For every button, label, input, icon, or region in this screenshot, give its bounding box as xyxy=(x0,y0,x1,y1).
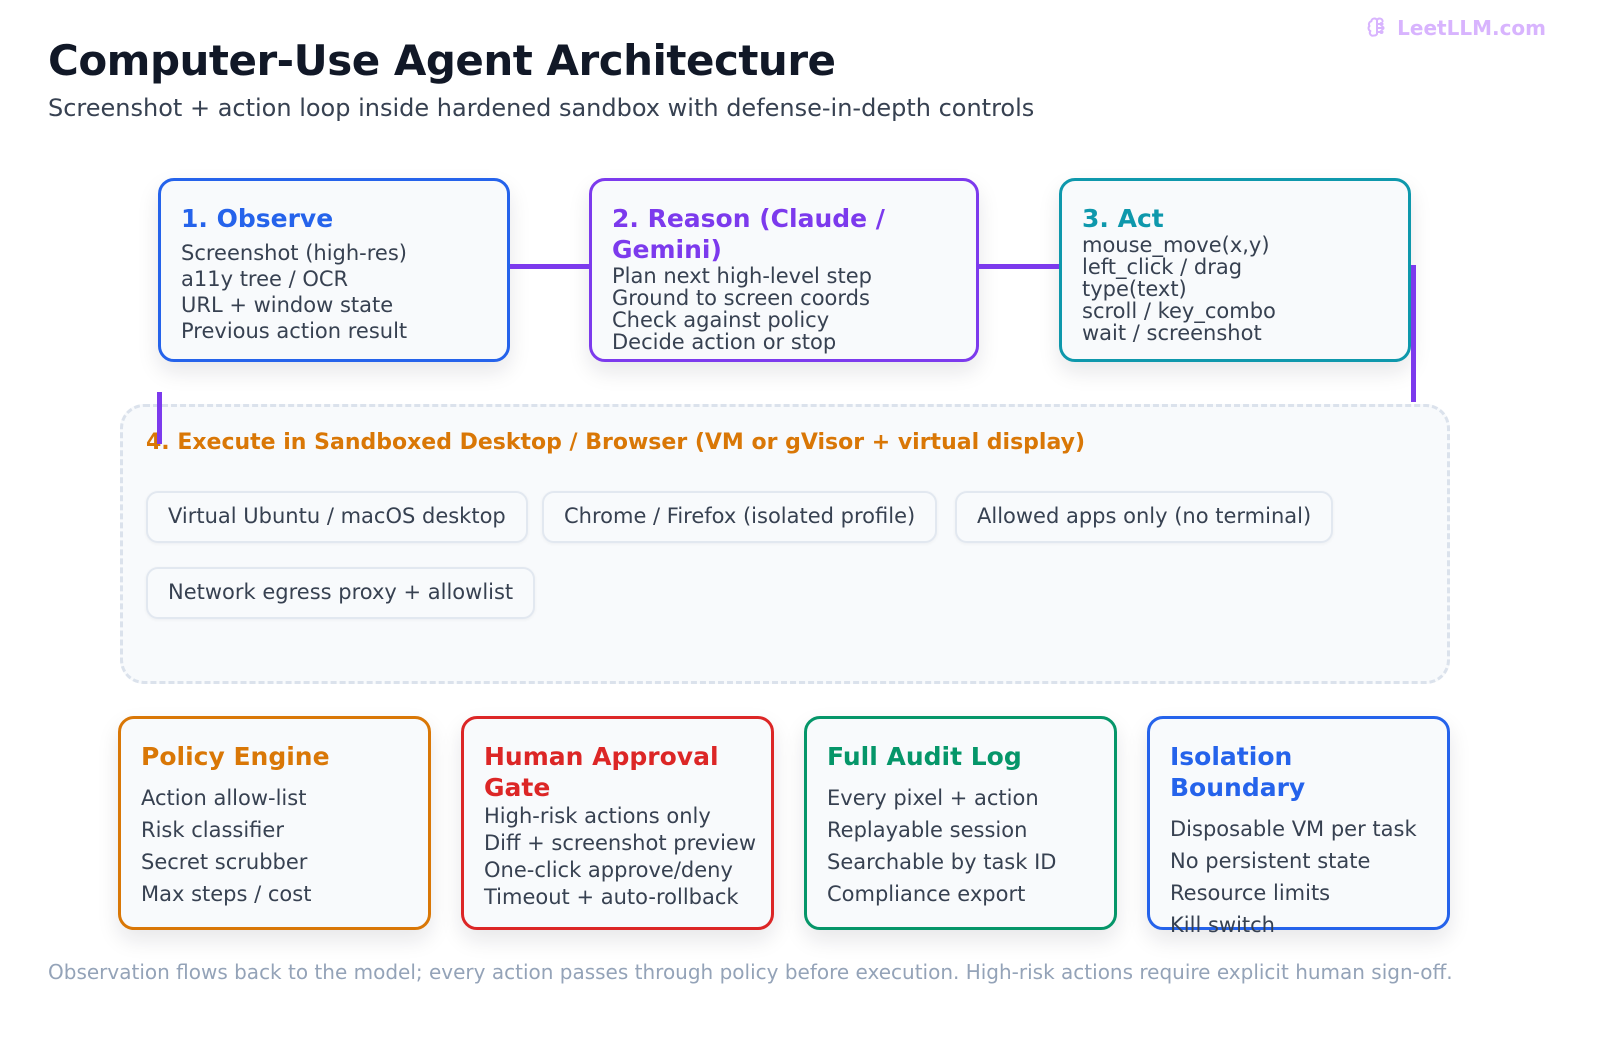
human-approval-card: Human Approval Gate High-risk actions on… xyxy=(461,716,774,930)
control-line: Max steps / cost xyxy=(141,882,312,906)
reason-line: Check against policy xyxy=(612,308,830,332)
brain-icon xyxy=(1367,17,1385,37)
connector-reason-act xyxy=(979,264,1059,269)
observe-line: Previous action result xyxy=(181,319,408,343)
control-line: Every pixel + action xyxy=(827,786,1039,810)
control-line: Secret scrubber xyxy=(141,850,308,874)
control-line: Kill switch xyxy=(1170,913,1275,937)
reason-line: Decide action or stop xyxy=(612,330,837,354)
act-line: wait / screenshot xyxy=(1082,321,1262,345)
act-line: mouse_move(x,y) xyxy=(1082,233,1270,257)
control-line: Replayable session xyxy=(827,818,1028,842)
isolation-boundary-card: Isolation Boundary Disposable VM per tas… xyxy=(1147,716,1450,937)
observe-line: URL + window state xyxy=(181,293,394,317)
control-line: No persistent state xyxy=(1170,849,1371,873)
control-line: Risk classifier xyxy=(141,818,284,842)
act-card: 3. Act mouse_move(x,y) left_click / drag… xyxy=(1059,178,1411,362)
control-title: Full Audit Log xyxy=(827,742,1022,771)
act-title: 3. Act xyxy=(1082,204,1164,233)
control-line: Disposable VM per task xyxy=(1170,817,1417,841)
brand-logo: LeetLLM.com xyxy=(1365,16,1546,40)
control-title: Human Approval Gate xyxy=(484,742,719,802)
act-line: scroll / key_combo xyxy=(1082,299,1276,323)
control-line: High-risk actions only xyxy=(484,804,711,828)
control-line: Compliance export xyxy=(827,882,1026,906)
policy-engine-card: Policy Engine Action allow-list Risk cla… xyxy=(118,716,431,930)
reason-card: 2. Reason (Claude / Gemini) Plan next hi… xyxy=(589,178,979,362)
control-title: Policy Engine xyxy=(141,742,330,771)
control-line: One-click approve/deny xyxy=(484,858,733,882)
reason-title: 2. Reason (Claude / Gemini) xyxy=(612,204,885,264)
brand-name: LeetLLM.com xyxy=(1397,16,1546,40)
observe-title: 1. Observe xyxy=(181,204,334,233)
connector-sandbox-observe xyxy=(157,392,162,444)
observe-card: 1. Observe Screenshot (high-res) a11y tr… xyxy=(158,178,510,362)
sandbox-item: Virtual Ubuntu / macOS desktop xyxy=(146,491,528,543)
audit-log-card: Full Audit Log Every pixel + action Repl… xyxy=(804,716,1117,930)
control-line: Searchable by task ID xyxy=(827,850,1057,874)
control-line: Resource limits xyxy=(1170,881,1331,905)
connector-act-sandbox xyxy=(1411,265,1416,402)
reason-line: Plan next high-level step xyxy=(612,264,872,288)
control-line: Timeout + auto-rollback xyxy=(484,885,739,909)
sandbox-item: Allowed apps only (no terminal) xyxy=(955,491,1334,543)
act-line: type(text) xyxy=(1082,277,1187,301)
observe-line: Screenshot (high-res) xyxy=(181,241,407,265)
page-title: Computer-Use Agent Architecture xyxy=(48,36,836,85)
page-subtitle: Screenshot + action loop inside hardened… xyxy=(48,94,1035,122)
control-line: Diff + screenshot preview xyxy=(484,831,757,855)
reason-line: Ground to screen coords xyxy=(612,286,870,310)
control-title: Isolation Boundary xyxy=(1170,742,1306,802)
footer-note: Observation flows back to the model; eve… xyxy=(48,960,1453,984)
sandbox-container xyxy=(120,404,1450,684)
sandbox-title: 4. Execute in Sandboxed Desktop / Browse… xyxy=(146,430,1086,455)
connector-observe-reason xyxy=(510,264,589,269)
control-line: Action allow-list xyxy=(141,786,307,810)
act-line: left_click / drag xyxy=(1082,255,1243,279)
sandbox-item: Chrome / Firefox (isolated profile) xyxy=(542,491,938,543)
observe-line: a11y tree / OCR xyxy=(181,267,349,291)
sandbox-item: Network egress proxy + allowlist xyxy=(146,567,536,619)
